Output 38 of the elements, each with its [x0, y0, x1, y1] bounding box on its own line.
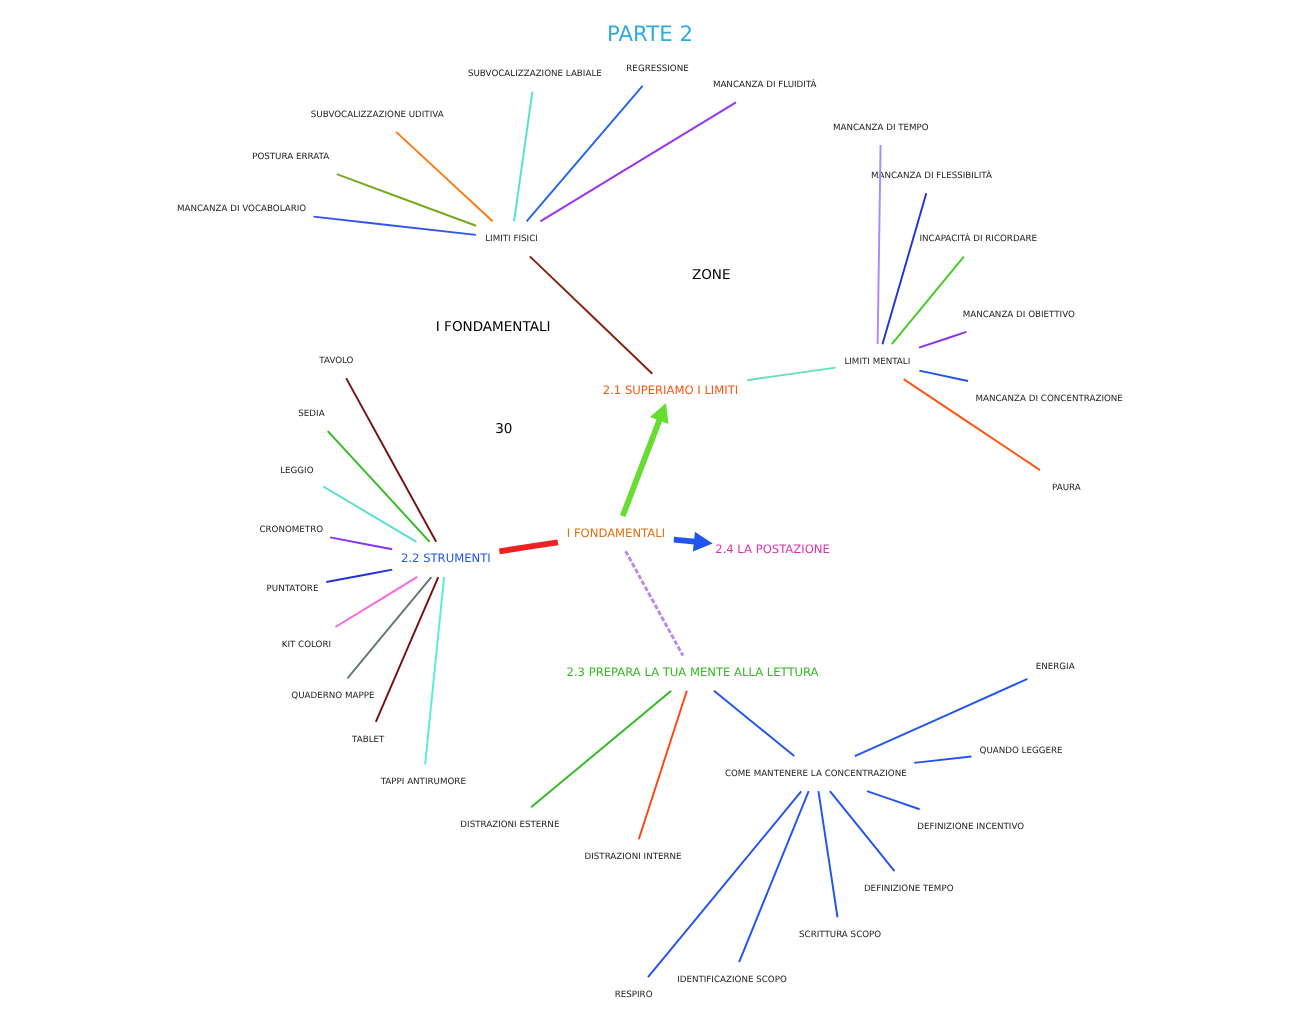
- connector: [395, 130, 494, 223]
- connector: [312, 215, 477, 236]
- connector: [346, 576, 433, 680]
- connector: [329, 536, 394, 551]
- connector: [525, 84, 644, 223]
- connector: [345, 377, 438, 543]
- connector: [866, 790, 921, 811]
- connector: [890, 255, 965, 346]
- connector: [498, 539, 559, 555]
- connector: [539, 101, 737, 223]
- connector: [326, 430, 431, 543]
- connector: [322, 485, 418, 543]
- connector: [876, 144, 882, 345]
- connector: [853, 677, 1029, 758]
- connector: [647, 790, 803, 979]
- connector: [637, 689, 688, 841]
- connector: [738, 790, 810, 963]
- arrow: [673, 531, 713, 552]
- connector: [624, 550, 685, 657]
- connector: [713, 689, 796, 757]
- connector: [817, 790, 839, 919]
- connector: [424, 575, 446, 766]
- connector: [828, 790, 896, 873]
- connector: [918, 369, 969, 383]
- connector: [530, 689, 673, 809]
- diagram-title: PARTE 2: [606, 20, 694, 47]
- connector: [746, 366, 837, 382]
- connector: [325, 568, 394, 583]
- connector: [902, 378, 1041, 472]
- connector: [918, 330, 968, 349]
- connector: [913, 755, 973, 764]
- connector: [334, 575, 419, 628]
- connector: [528, 255, 654, 375]
- connector: [513, 90, 534, 223]
- connector: [374, 576, 440, 723]
- connector: [881, 192, 928, 346]
- connector: [335, 173, 478, 227]
- arrow: [619, 402, 669, 518]
